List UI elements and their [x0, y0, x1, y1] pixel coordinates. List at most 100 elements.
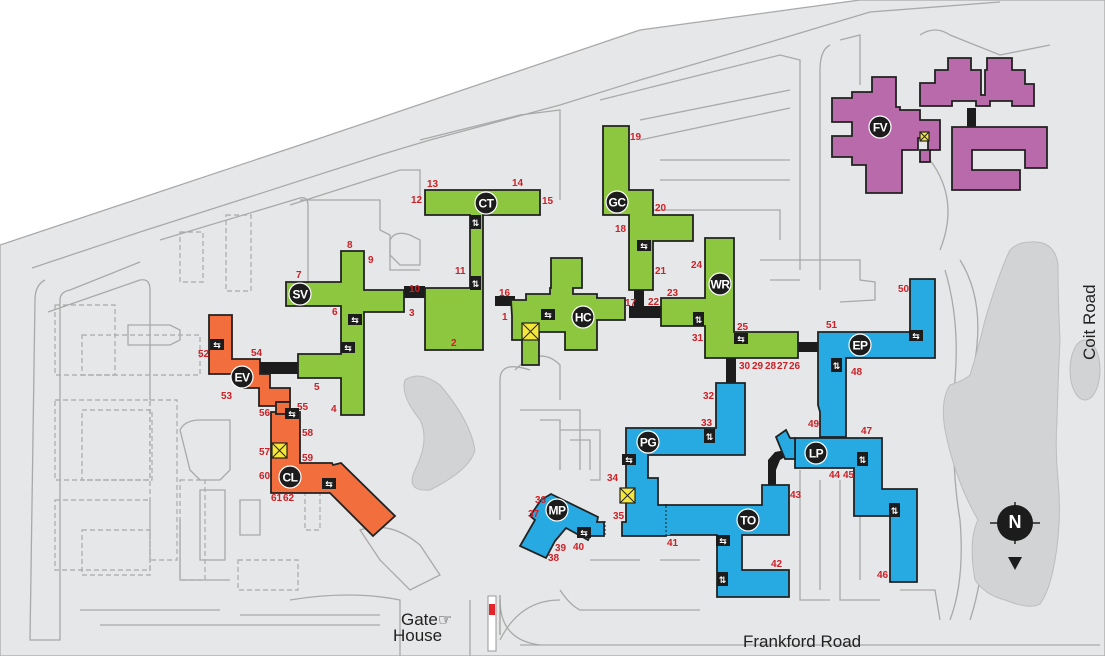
entrance-number: 7: [296, 270, 302, 281]
building-badge-ep[interactable]: EP: [848, 333, 872, 357]
svg-text:⇅: ⇅: [695, 316, 703, 326]
entrance-number: 12: [411, 195, 423, 206]
svg-text:⇆: ⇆: [719, 537, 727, 547]
horizontal-passage-icon: ⇆: [285, 408, 299, 420]
svg-text:⇅: ⇅: [891, 507, 899, 517]
horizontal-passage-icon: ⇆: [734, 333, 748, 345]
building-badge-pg[interactable]: PG: [636, 430, 660, 454]
entrance-number: 32: [703, 391, 715, 402]
entrance-number: 39: [555, 543, 567, 554]
horizontal-passage-icon: ⇆: [210, 339, 224, 351]
entrance-number: 16: [499, 288, 511, 299]
entrance-number: 62: [283, 493, 295, 504]
svg-text:⇆: ⇆: [325, 480, 333, 490]
horizontal-passage-icon: ⇆: [577, 527, 591, 539]
svg-text:⇆: ⇆: [640, 242, 648, 252]
entrance-number: 19: [630, 132, 642, 143]
building-badge-fv[interactable]: FV: [868, 115, 892, 139]
entrance-number: 26: [789, 361, 801, 372]
entrance-number: 6: [332, 307, 338, 318]
building-code: LP: [809, 447, 824, 461]
entrance-number: 23: [667, 288, 679, 299]
entrance-number: 56: [259, 408, 271, 419]
building-code: HC: [575, 311, 592, 325]
building-code: GC: [609, 196, 627, 210]
building-badge-lp[interactable]: LP: [804, 441, 828, 465]
vertical-passage-icon: ⇅: [717, 572, 728, 586]
road-label-frankford: Frankford Road: [743, 632, 862, 651]
svg-text:⇅: ⇅: [833, 362, 841, 372]
building-sv[interactable]: [285, 250, 405, 416]
entrance-number: 38: [548, 553, 560, 564]
entrance-number: 27: [777, 361, 789, 372]
building-mp[interactable]: [518, 492, 606, 560]
building-wr[interactable]: [660, 237, 799, 359]
elevator-icon: [919, 131, 930, 142]
svg-text:⇆: ⇆: [912, 332, 920, 342]
svg-text:⇅: ⇅: [719, 576, 727, 586]
entrance-number: 11: [455, 266, 466, 277]
vertical-passage-icon: ⇅: [831, 358, 842, 372]
entrance-number: 42: [771, 559, 783, 570]
building-badge-ct[interactable]: CT: [474, 191, 498, 215]
svg-text:⇆: ⇆: [213, 341, 221, 351]
entrance-number: 50: [898, 284, 910, 295]
entrance-number: 31: [692, 333, 704, 344]
elevator-icon: [521, 322, 540, 341]
entrance-number: 30: [739, 361, 751, 372]
entrance-number: 13: [427, 179, 439, 190]
building-ct[interactable]: [424, 189, 541, 351]
vertical-passage-icon: ⇅: [857, 452, 868, 466]
building-code: PG: [640, 436, 657, 450]
compass-label: N: [1008, 512, 1022, 532]
building-code: CT: [479, 197, 495, 211]
building-code: FV: [873, 121, 888, 135]
entrance-number: 47: [861, 426, 873, 437]
horizontal-passage-icon: ⇆: [541, 309, 555, 321]
building-badge-mp[interactable]: MP: [545, 498, 569, 522]
entrance-number: 61: [271, 493, 283, 504]
entrance-number: 55: [297, 402, 309, 413]
entrance-number: 40: [573, 542, 585, 553]
horizontal-passage-icon: ⇆: [637, 240, 651, 252]
vertical-passage-icon: ⇅: [889, 503, 900, 517]
vertical-passage-icon: ⇅: [693, 312, 704, 326]
entrance-number: 18: [615, 224, 627, 235]
entrance-number: 35: [613, 511, 625, 522]
building-badge-ev[interactable]: EV: [230, 365, 254, 389]
entrance-number: 58: [302, 428, 314, 439]
entrance-number: 2: [451, 338, 457, 349]
gatehouse-label: Gate☞ House: [393, 611, 452, 644]
building-ep[interactable]: [817, 278, 936, 438]
entrance-number: 37: [528, 509, 540, 520]
elevator-icon: [271, 442, 288, 459]
svg-text:⇅: ⇅: [859, 456, 867, 466]
building-code: EP: [852, 339, 868, 353]
entrance-number: 57: [259, 447, 271, 458]
entrance-number: 41: [667, 538, 679, 549]
elevator-icon: [619, 487, 636, 504]
building-badge-gc[interactable]: GC: [605, 190, 629, 214]
building-badge-hc[interactable]: HC: [571, 305, 595, 329]
building-badge-to[interactable]: TO: [736, 508, 760, 532]
building-gc[interactable]: [602, 125, 694, 291]
building-lp[interactable]: [774, 428, 918, 583]
road-label-coit: Coit Road: [1080, 284, 1099, 360]
svg-text:⇆: ⇆: [625, 456, 633, 466]
gate-signal: [489, 604, 495, 615]
entrance-number: 3: [409, 308, 415, 319]
building-badge-cl[interactable]: CL: [278, 465, 302, 489]
entrance-number: 51: [826, 320, 838, 331]
entrance-number: 20: [655, 203, 667, 214]
building-badge-wr[interactable]: WR: [708, 272, 732, 296]
entrance-number: 5: [314, 382, 320, 393]
entrance-number: 46: [877, 570, 889, 581]
building-code: CL: [283, 471, 298, 485]
building-hc[interactable]: [510, 257, 626, 366]
svg-text:⇆: ⇆: [580, 529, 588, 539]
svg-text:⇆: ⇆: [288, 410, 296, 420]
building-code: MP: [549, 504, 566, 518]
building-badge-sv[interactable]: SV: [288, 282, 312, 306]
gate-barrier: [487, 595, 497, 652]
